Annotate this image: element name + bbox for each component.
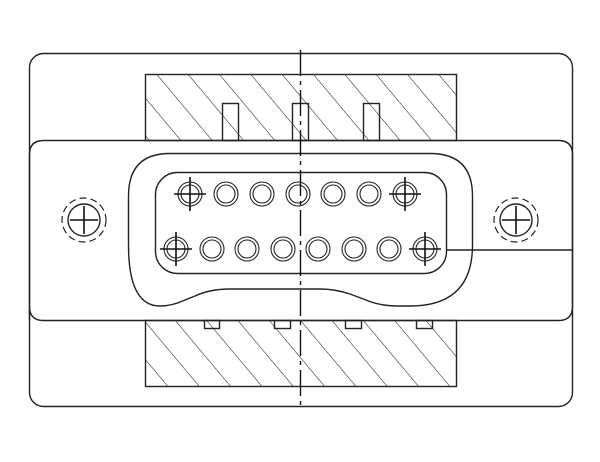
pin-contact-icon bbox=[199, 236, 225, 262]
pin-contact-icon bbox=[376, 236, 402, 262]
pin-crosshair-icon bbox=[160, 232, 192, 266]
pin-contact-icon bbox=[249, 181, 275, 207]
pin-contact-icon bbox=[285, 181, 311, 207]
mounting-hole-left-icon bbox=[61, 197, 107, 243]
mounting-holes bbox=[61, 197, 539, 243]
pin-crosshair-icon bbox=[409, 232, 441, 266]
pin-crosshair-icon bbox=[389, 177, 421, 211]
pin-contact-icon bbox=[341, 236, 367, 262]
pin-array bbox=[160, 177, 441, 266]
pin-contact-icon bbox=[356, 181, 382, 207]
front-flange bbox=[28, 139, 574, 322]
pin-contact-icon bbox=[320, 181, 346, 207]
d-shell-outline bbox=[127, 152, 474, 307]
pin-crosshair-icon bbox=[174, 177, 206, 211]
pin-contact-icon bbox=[305, 236, 331, 262]
pin-contact-icon bbox=[234, 236, 260, 262]
pin-contact-icon bbox=[213, 181, 239, 207]
mounting-hole-right-icon bbox=[493, 197, 539, 243]
pin-contact-icon bbox=[270, 236, 296, 262]
